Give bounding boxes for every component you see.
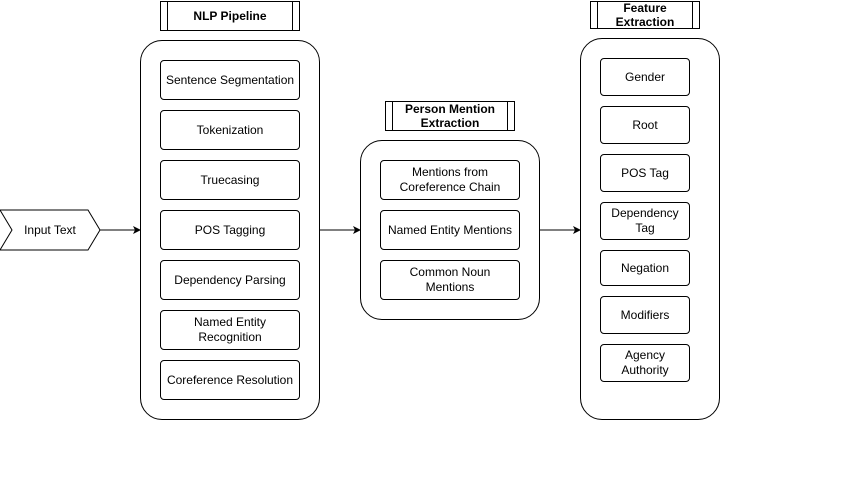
input-text-shape — [0, 209, 101, 251]
feature-root: Root — [600, 106, 690, 144]
step-tokenization: Tokenization — [160, 110, 300, 150]
step-truecasing: Truecasing — [160, 160, 300, 200]
step-dependency-parsing: Dependency Parsing — [160, 260, 300, 300]
step-common-noun-mentions: Common Noun Mentions — [380, 260, 520, 300]
feature-extraction-title: Feature Extraction — [590, 1, 700, 29]
feature-gender: Gender — [600, 58, 690, 96]
step-coreference-resolution: Coreference Resolution — [160, 360, 300, 400]
input-text-label: Input Text — [24, 223, 76, 237]
step-pos-tagging: POS Tagging — [160, 210, 300, 250]
step-named-entity-mentions: Named Entity Mentions — [380, 210, 520, 250]
feature-modifiers: Modifiers — [600, 296, 690, 334]
nlp-pipeline-title: NLP Pipeline — [160, 1, 300, 31]
step-mentions-from-coreference-chain: Mentions from Coreference Chain — [380, 160, 520, 200]
feature-dependency-tag: Dependency Tag — [600, 202, 690, 240]
feature-negation: Negation — [600, 250, 690, 286]
feature-pos-tag: POS Tag — [600, 154, 690, 192]
step-named-entity-recognition: Named Entity Recognition — [160, 310, 300, 350]
feature-agency-authority: Agency Authority — [600, 344, 690, 382]
step-sentence-segmentation: Sentence Segmentation — [160, 60, 300, 100]
person-mention-title: Person Mention Extraction — [385, 101, 515, 131]
